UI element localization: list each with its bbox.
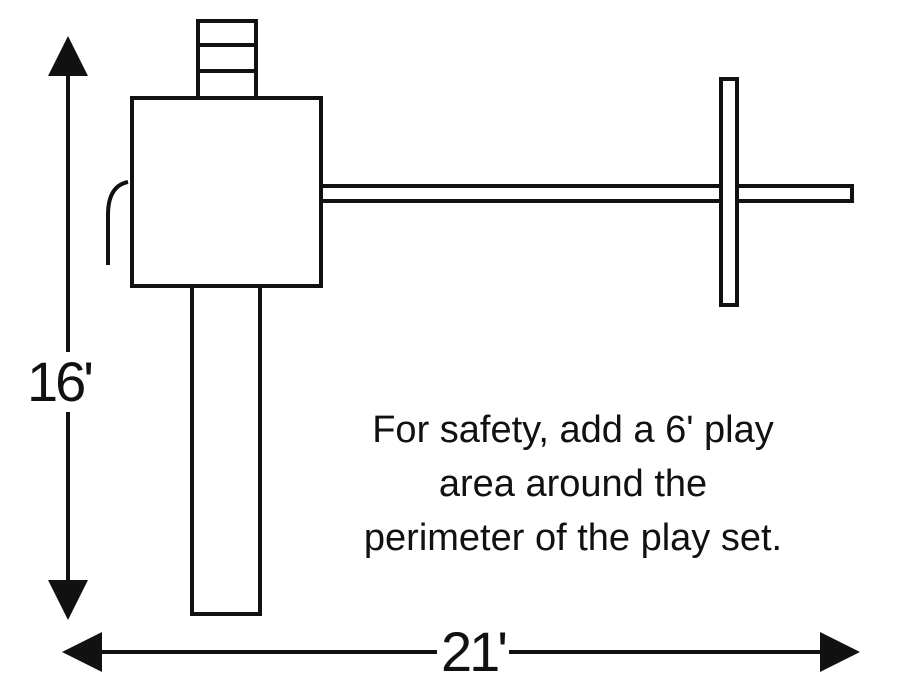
height-label: 16' — [27, 350, 94, 413]
safety-note-line: For safety, add a 6' play — [372, 409, 774, 451]
swing-a-frame — [719, 77, 739, 307]
climbing-rope — [106, 180, 129, 265]
width-label: 21' — [437, 624, 509, 680]
slide — [190, 284, 262, 616]
tower-deck — [130, 96, 323, 288]
swing-beam — [319, 184, 854, 203]
safety-note: For safety, add a 6' play area around th… — [318, 403, 828, 565]
safety-note-line: area around the — [438, 463, 708, 505]
ladder — [196, 19, 258, 100]
safety-note-line: perimeter of the play set. — [363, 517, 783, 559]
